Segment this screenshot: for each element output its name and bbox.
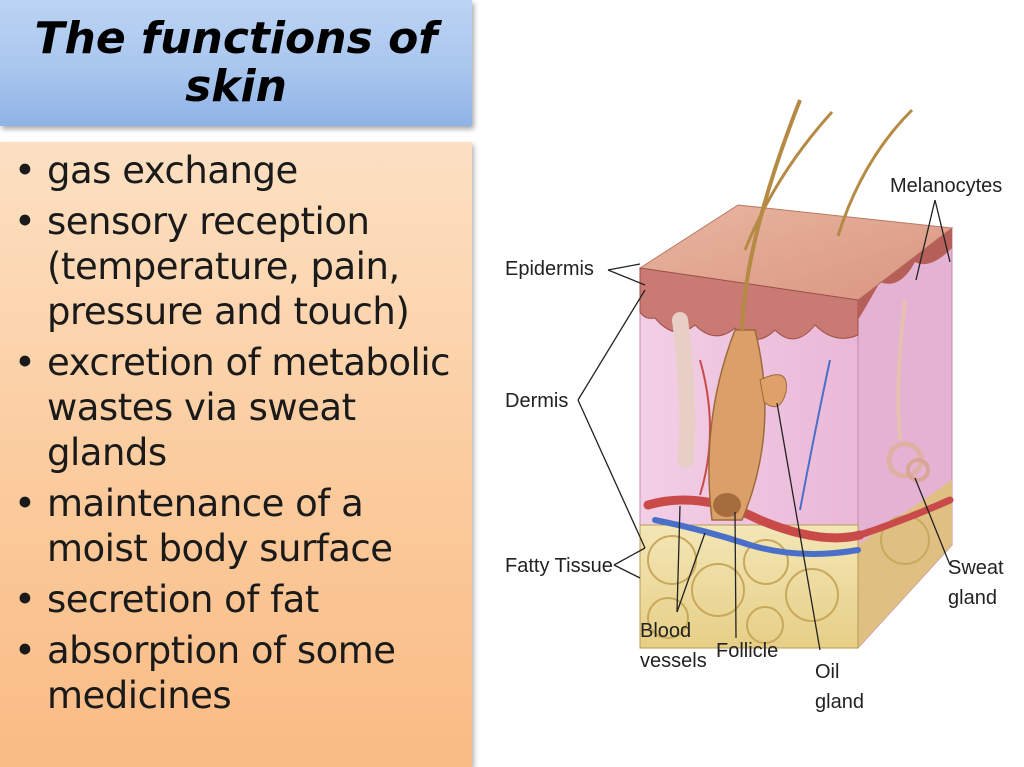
- skin-cross-section-diagram: Epidermis Dermis Fatty Tissue Melanocyte…: [505, 99, 1004, 713]
- label-sweat-gland-line1: Sweat: [948, 557, 1004, 579]
- oil-gland: [759, 374, 787, 408]
- bullet-icon: •: [14, 629, 36, 672]
- label-oil-gland-line1: Oil: [815, 661, 839, 683]
- bullet-icon: •: [14, 149, 36, 192]
- list-item: •excretion of metabolic wastes via sweat…: [14, 341, 450, 474]
- sweat-gland: [886, 299, 930, 482]
- bullet-icon: •: [14, 578, 36, 621]
- functions-list: •gas exchange •sensory reception (temper…: [0, 142, 472, 718]
- bullet-icon: •: [14, 341, 36, 384]
- bullet-icon: •: [14, 200, 36, 243]
- list-item: •maintenance of a moist body surface: [14, 482, 393, 570]
- bullet-icon: •: [14, 482, 36, 525]
- label-fatty-tissue: Fatty Tissue: [505, 555, 613, 577]
- label-dermis: Dermis: [505, 390, 568, 412]
- hairs: [740, 99, 914, 331]
- hair-follicle: [708, 329, 766, 521]
- label-blood-vessels-line1: Blood: [640, 620, 691, 642]
- blood-vessels: [643, 359, 954, 557]
- label-follicle: Follicle: [716, 640, 778, 662]
- label-blood-vessels-line2: vessels: [640, 650, 707, 672]
- label-sweat-gland-line2: gland: [948, 587, 997, 609]
- list-item: •sensory reception (temperature, pain, p…: [14, 200, 410, 333]
- page-title: The functions of skin: [34, 13, 438, 112]
- title-banner: The functions of skin: [0, 0, 472, 126]
- list-item: •absorption of some medicines: [14, 629, 396, 717]
- epidermis-layer: [639, 267, 859, 340]
- label-oil-gland-line2: gland: [815, 691, 864, 713]
- leader-lines: [577, 199, 951, 651]
- list-item: •gas exchange: [14, 149, 298, 192]
- functions-list-panel: •gas exchange •sensory reception (temper…: [0, 142, 472, 767]
- list-item: •secretion of fat: [14, 578, 319, 621]
- label-melanocytes: Melanocytes: [890, 175, 1002, 197]
- sweat-duct: [672, 312, 696, 468]
- label-epidermis: Epidermis: [505, 258, 594, 280]
